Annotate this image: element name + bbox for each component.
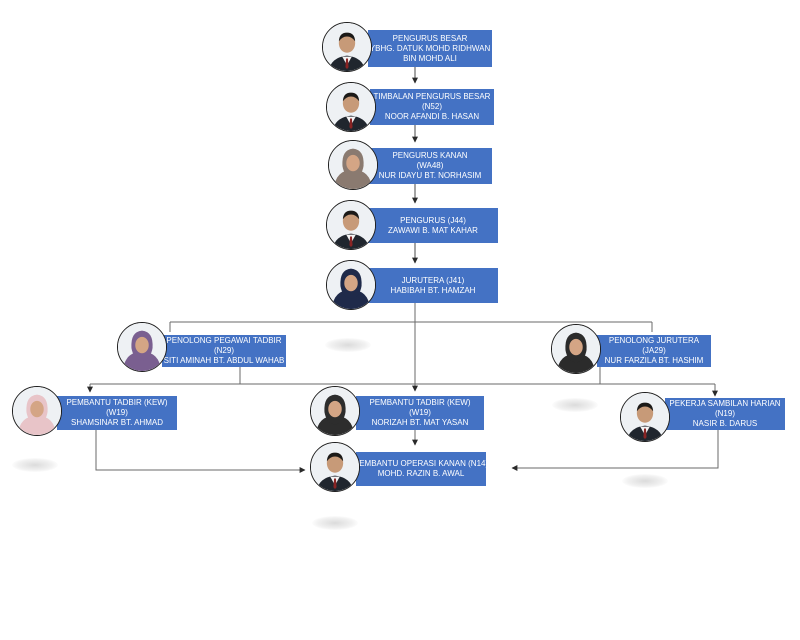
portrait-photo [326, 260, 376, 310]
person-name: YBHG. DATUK MOHD RIDHWAN [369, 43, 491, 53]
position-box: PENOLONG JURUTERA (JA29) NUR FARZILA BT.… [597, 335, 711, 367]
nasir-to-operasi-arrow [511, 430, 719, 471]
grade-code: (WA48) [416, 161, 444, 170]
position-title: PEMBANTU TADBIR (KEW) [369, 398, 471, 407]
person-name: NASIR B. DARUS [692, 419, 758, 428]
drop-shadow [552, 398, 598, 412]
grade-code: (N29) [213, 346, 234, 355]
grade-code: (W19) [409, 408, 431, 417]
drop-shadow [622, 474, 668, 488]
person-name: BIN MOHD ALI [403, 53, 457, 63]
shamsinar-to-operasi-arrow [95, 430, 306, 473]
person-name: NORIZAH BT. MAT YASAN [371, 418, 469, 427]
position-box: PENGURUS BESAR YBHG. DATUK MOHD RIDHWAN … [368, 30, 492, 67]
person-name: NOOR AFANDI B. HASAN [384, 112, 480, 121]
portrait-photo [620, 392, 670, 442]
portrait-photo [326, 82, 376, 132]
person-name: NUR IDAYU BT. NORHASIM [378, 171, 482, 180]
portrait-photo [551, 324, 601, 374]
position-title: PENOLONG PEGAWAI TADBIR [166, 336, 282, 345]
drop-shadow [312, 516, 358, 530]
position-box: PEKERJA SAMBILAN HARIAN (N19) NASIR B. D… [665, 398, 785, 430]
grade-code: (N19) [714, 409, 735, 418]
portrait-photo [12, 386, 62, 436]
position-box: PENOLONG PEGAWAI TADBIR (N29) SITI AMINA… [162, 335, 286, 367]
position-box: JURUTERA (J41) HABIBAH BT. HAMZAH [368, 268, 498, 303]
position-title: PENGURUS KANAN [392, 151, 468, 160]
position-title: PEMBANTU TADBIR (KEW) [66, 398, 168, 407]
person-name: SHAMSINAR BT. AHMAD [70, 418, 163, 427]
position-box: PENGURUS KANAN (WA48) NUR IDAYU BT. NORH… [368, 148, 492, 184]
position-box: PEMBANTU OPERASI KANAN (N14) MOHD. RAZIN… [353, 452, 489, 486]
portrait-photo [310, 386, 360, 436]
portrait-photo [322, 22, 372, 72]
position-title: PEKERJA SAMBILAN HARIAN [669, 399, 781, 408]
position-title: JURUTERA (J41) [401, 275, 465, 285]
person-name: NUR FARZILA BT. HASHIM [604, 356, 704, 365]
position-box: PEMBANTU TADBIR (KEW) (W19) NORIZAH BT. … [356, 396, 484, 430]
portrait-photo [326, 200, 376, 250]
drop-shadow [325, 338, 371, 352]
position-title: TIMBALAN PENGURUS BESAR [373, 92, 491, 101]
person-name: ZAWAWI B. MAT KAHAR [388, 225, 478, 235]
branch-connectors [87, 303, 719, 473]
position-title: PENOLONG JURUTERA [608, 336, 700, 345]
position-title: PENGURUS (J44) [400, 215, 466, 225]
person-name: HABIBAH BT. HAMZAH [390, 285, 476, 295]
portrait-photo [310, 442, 360, 492]
portrait-photo [117, 322, 167, 372]
position-title: PEMBANTU OPERASI KANAN (N14) [353, 459, 489, 468]
grade-code: (JA29) [642, 346, 666, 355]
person-name: SITI AMINAH BT. ABDUL WAHAB [163, 356, 285, 365]
portrait-photo [328, 140, 378, 190]
drop-shadow [12, 458, 58, 472]
position-title: PENGURUS BESAR [392, 33, 468, 43]
position-box: PENGURUS (J44) ZAWAWI B. MAT KAHAR [368, 208, 498, 243]
grade-code: (W19) [106, 408, 128, 417]
position-box: TIMBALAN PENGURUS BESAR (N52) NOOR AFAND… [370, 89, 494, 125]
position-box: PEMBANTU TADBIR (KEW) (W19) SHAMSINAR BT… [57, 396, 177, 430]
grade-code: (N52) [421, 102, 442, 111]
person-name: MOHD. RAZIN B. AWAL [377, 469, 465, 478]
